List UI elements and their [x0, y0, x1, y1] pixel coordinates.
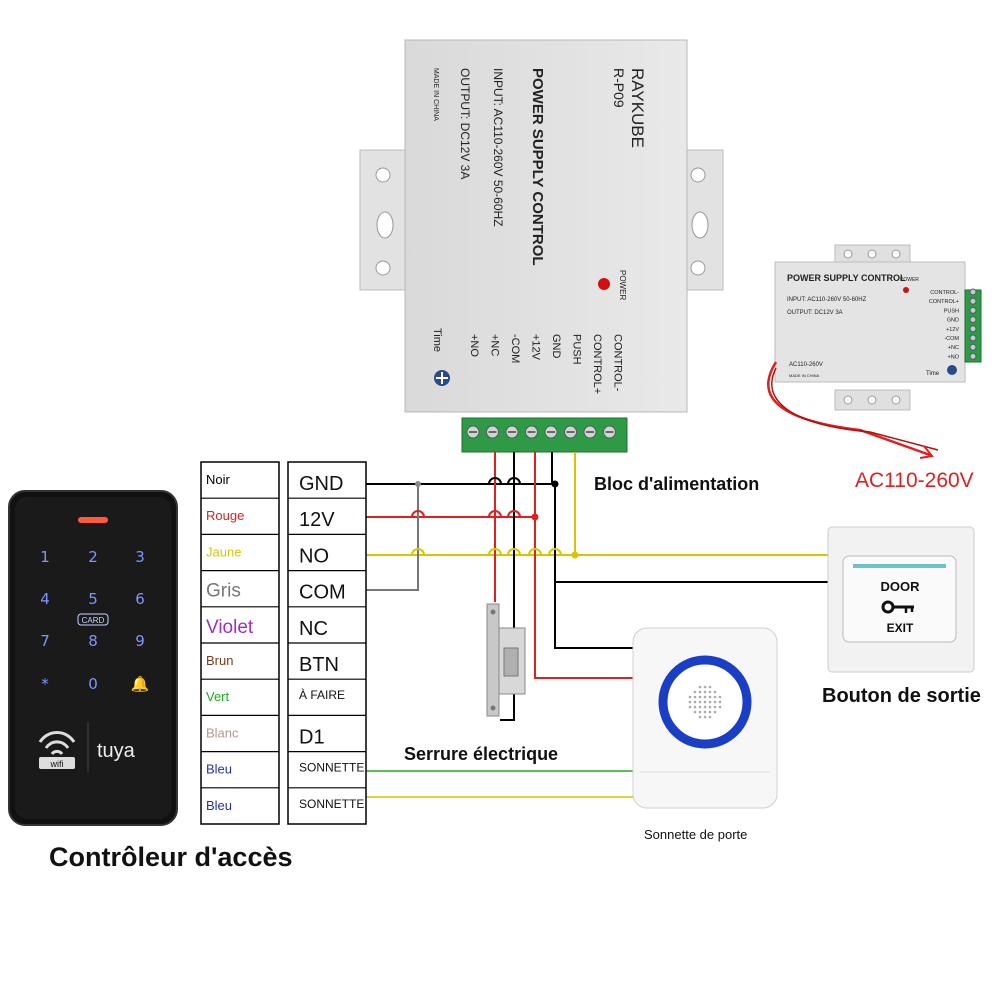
small-psu-output: OUTPUT: DC12V 3A	[787, 310, 843, 316]
exit-button-label: Bouton de sortie	[822, 685, 981, 707]
wifi-icon	[38, 731, 76, 756]
wire-color-name: Jaune	[206, 544, 241, 559]
wire-color-name: Vert	[206, 689, 230, 704]
wire-color-name: Brun	[206, 653, 233, 668]
psu-terminal-label: PUSH	[571, 334, 583, 365]
small-psu-terminal-label: +NO	[948, 354, 960, 360]
wire-color-name: Blanc	[206, 725, 239, 740]
wires	[366, 452, 832, 798]
wire-color-name: Rouge	[206, 508, 244, 523]
psu-power-label: POWER	[618, 270, 627, 300]
small-psu-terminal-label: CONTROL-	[930, 290, 959, 296]
access-controller-label: Contrôleur d'accès	[49, 842, 293, 872]
psu-title: POWER SUPPLY CONTROL	[529, 68, 546, 266]
psu-model: R-P09	[611, 68, 627, 108]
psu-terminal-label: +NC	[489, 334, 501, 356]
psu-terminal-label: +12V	[530, 334, 542, 361]
small-psu-terminal-label: -COM	[944, 336, 959, 342]
psu-time-label: Time	[431, 328, 443, 352]
keypad-key: *	[41, 675, 49, 693]
wire-terminal-name: NC	[299, 618, 328, 640]
psu-terminal-label: GND	[550, 334, 562, 359]
power-led-icon	[598, 278, 610, 290]
psu-made-in: MADE IN CHINA	[432, 68, 439, 121]
keypad-status-led	[78, 517, 108, 523]
wire-color-name: Noir	[206, 472, 231, 487]
keypad-key: 9	[135, 632, 145, 650]
wire-terminal-name: SONNETTE	[299, 797, 364, 811]
wire-terminal-name: BTN	[299, 654, 339, 676]
power-block-label: Bloc d'alimentation	[594, 474, 759, 494]
keypad-key: 0	[88, 675, 98, 693]
keypad-key: 7	[40, 632, 50, 650]
psu-terminal-label: CONTROL-	[612, 334, 624, 392]
keypad-key: 1	[40, 548, 50, 566]
small-psu-power: POWER	[900, 277, 919, 283]
small-psu-input: INPUT: AC110-260V 50-60HZ	[787, 297, 867, 303]
small-psu-terminal-label: +12V	[946, 327, 959, 333]
access-controller-device: 1 2 3 4 5 6 7 8 9 * 0 🔔 CARD wifi tuya	[8, 490, 178, 826]
psu-terminal-label: -COM	[509, 334, 521, 363]
keypad-wifi-label: wifi	[50, 759, 64, 769]
electric-lock	[486, 603, 526, 717]
keypad-key: 🔔	[131, 675, 150, 693]
small-psu-made: MADE IN CHINA	[789, 373, 820, 378]
small-psu-terminal-label: PUSH	[944, 308, 959, 314]
psu-terminal-label: +NO	[468, 334, 480, 357]
ac-input-label: AC110-260V	[855, 469, 974, 492]
doorbell-label: Sonnette de porte	[644, 827, 747, 842]
wire-table: Noir GND Rouge 12V Jaune NO Gris COM Violet NC Bru…	[200, 461, 367, 825]
psu-terminal-label: CONTROL+	[591, 334, 603, 394]
small-psu-ac: AC110-260V	[789, 362, 823, 368]
key-icon	[881, 600, 914, 614]
wire-terminal-name: SONNETTE	[299, 761, 364, 775]
wire-terminal-name: NO	[299, 545, 329, 567]
main-power-supply	[359, 39, 724, 453]
psu-brand: RAYKUBE	[628, 68, 647, 148]
keypad-key: 3	[135, 548, 145, 566]
keypad-card-label: CARD	[82, 616, 105, 625]
small-psu-title: POWER SUPPLY CONTROL	[787, 273, 906, 283]
exit-button: DOOR EXIT	[827, 526, 975, 673]
keypad-key: 5	[88, 590, 98, 608]
wire-terminal-name: 12V	[299, 509, 335, 531]
wire-terminal-name: COM	[299, 582, 346, 604]
exit-button-line2: EXIT	[887, 621, 914, 635]
keypad-key: 6	[135, 590, 145, 608]
psu-input: INPUT: AC110-260V 50-60HZ	[491, 68, 505, 227]
electric-lock-label: Serrure électrique	[404, 744, 558, 764]
small-power-supply: POWER SUPPLY CONTROL INPUT: AC110-260V 5…	[767, 244, 982, 459]
small-psu-terminal-label: CONTROL+	[929, 299, 959, 305]
keypad-key: 2	[88, 548, 98, 566]
small-psu-time: Time	[926, 371, 940, 377]
doorbell	[632, 627, 778, 809]
psu-main-label-group: RAYKUBE R-P09 POWER SUPPLY CONTROL INPUT…	[431, 68, 647, 394]
keypad-key: 4	[40, 590, 50, 608]
keypad-key: 8	[88, 632, 98, 650]
wire-color-name: Violet	[206, 617, 254, 638]
wire-color-name: Bleu	[206, 762, 232, 777]
wire-color-name: Bleu	[206, 798, 232, 813]
exit-button-line1: DOOR	[881, 579, 921, 594]
keypad-brand: tuya	[97, 740, 136, 762]
wire-terminal-name: D1	[299, 726, 325, 748]
wire-color-name: Gris	[206, 581, 241, 602]
psu-output: OUTPUT: DC12V 3A	[458, 68, 472, 179]
wire-terminal-name: À FAIRE	[299, 687, 345, 702]
wire-terminal-name: GND	[299, 473, 343, 495]
small-psu-terminal-label: GND	[947, 318, 959, 324]
small-psu-terminal-label: +NC	[948, 345, 959, 351]
